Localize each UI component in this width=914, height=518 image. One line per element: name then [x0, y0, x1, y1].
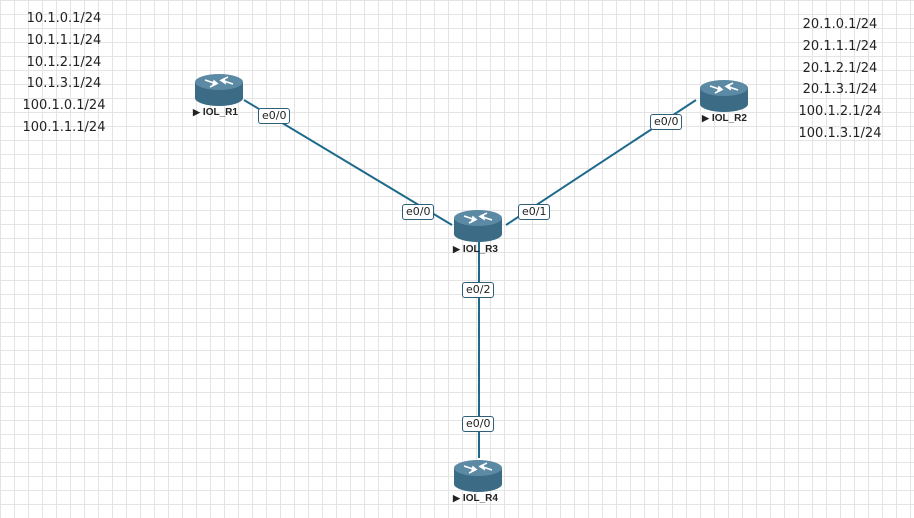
router-icon-r4[interactable] — [453, 459, 503, 493]
router-icon-r1[interactable] — [194, 73, 244, 107]
iface-label-r4-e00[interactable]: e0/0 — [462, 416, 495, 432]
ip-annotation: 100.1.3.1/24 — [798, 125, 882, 141]
node-label-r2[interactable]: ▶IOL_R2 — [702, 113, 747, 124]
ip-annotation-right: 20.1.0.1/24 20.1.1.1/24 20.1.2.1/24 20.1… — [790, 14, 890, 145]
node-label-r4[interactable]: ▶IOL_R4 — [453, 493, 498, 504]
ip-annotation: 100.1.0.1/24 — [22, 98, 106, 114]
ip-annotation: 10.1.0.1/24 — [26, 11, 102, 26]
node-name: IOL_R1 — [202, 107, 238, 118]
node-name: IOL_R4 — [462, 493, 498, 504]
ip-annotation: 20.1.2.1/24 — [802, 60, 878, 76]
start-node-icon[interactable]: ▶ — [453, 244, 460, 254]
ip-annotation: 20.1.1.1/24 — [802, 38, 878, 54]
node-name: IOL_R3 — [462, 244, 498, 255]
ip-annotation: 100.1.2.1/24 — [798, 104, 882, 120]
node-label-r3[interactable]: ▶IOL_R3 — [453, 244, 498, 255]
node-label-r1[interactable]: ▶IOL_R1 — [193, 107, 238, 118]
ip-annotation: 10.1.3.1/24 — [26, 76, 102, 92]
ip-annotation-left: 10.1.0.1/24 10.1.1.1/24 10.1.2.1/24 10.1… — [14, 8, 114, 139]
router-icon-r3[interactable] — [453, 209, 503, 243]
start-node-icon[interactable]: ▶ — [453, 493, 460, 503]
ip-annotation: 100.1.1.1/24 — [22, 119, 106, 135]
start-node-icon[interactable]: ▶ — [702, 113, 709, 123]
iface-label-r3-e02[interactable]: e0/2 — [462, 282, 495, 298]
iface-label-r2-e00[interactable]: e0/0 — [650, 114, 683, 130]
ip-annotation: 20.1.0.1/24 — [802, 17, 878, 32]
iface-label-r1-e00[interactable]: e0/0 — [258, 108, 291, 124]
node-name: IOL_R2 — [711, 113, 747, 124]
iface-label-r3-e01[interactable]: e0/1 — [518, 204, 551, 220]
iface-label-r3-e00[interactable]: e0/0 — [402, 204, 435, 220]
ip-annotation: 10.1.2.1/24 — [26, 54, 102, 70]
ip-annotation: 10.1.1.1/24 — [26, 32, 102, 48]
ip-annotation: 20.1.3.1/24 — [802, 82, 878, 98]
start-node-icon[interactable]: ▶ — [193, 107, 200, 117]
router-icon-r2[interactable] — [699, 79, 749, 113]
